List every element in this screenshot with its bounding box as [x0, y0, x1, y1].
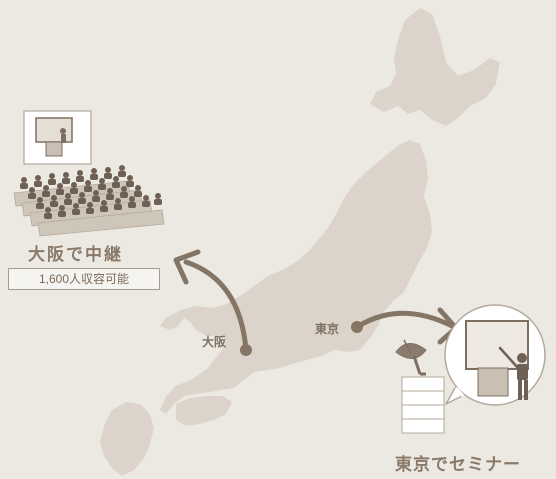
- lecture-screen: [465, 320, 529, 370]
- japan-map: [100, 8, 500, 476]
- osaka-city-label: 大阪: [202, 335, 227, 349]
- osaka-arrowhead: [173, 249, 201, 285]
- lecturer-icon: [498, 346, 528, 400]
- shikoku-shape: [176, 396, 232, 426]
- routes: [183, 259, 455, 353]
- tokyo-marker: [351, 321, 363, 333]
- kyushu-shape: [100, 402, 154, 476]
- osaka-arrow-line: [183, 259, 249, 353]
- audience-icon: [13, 165, 165, 237]
- honshu-shape: [160, 140, 432, 414]
- tokyo-city-label: 東京: [315, 322, 340, 336]
- osaka-lecture-screen: [23, 110, 92, 165]
- osaka-event-title: 大阪で中継: [28, 245, 123, 265]
- tokyo-event-title: 東京でセミナー: [395, 455, 521, 475]
- sado-island-shape: [372, 212, 386, 228]
- tokyo-seminar-bubble: [444, 304, 546, 406]
- server-icon: [401, 376, 445, 434]
- osaka-capacity-badge: 1,600人収容可能: [8, 268, 160, 290]
- lecturer-icon: [60, 128, 66, 134]
- tokyo-arrow-line: [354, 310, 455, 330]
- hokkaido-shape: [370, 8, 500, 126]
- classroom-icon: [35, 117, 73, 143]
- satellite-dish-icon: [395, 339, 427, 376]
- osaka-marker: [240, 344, 252, 356]
